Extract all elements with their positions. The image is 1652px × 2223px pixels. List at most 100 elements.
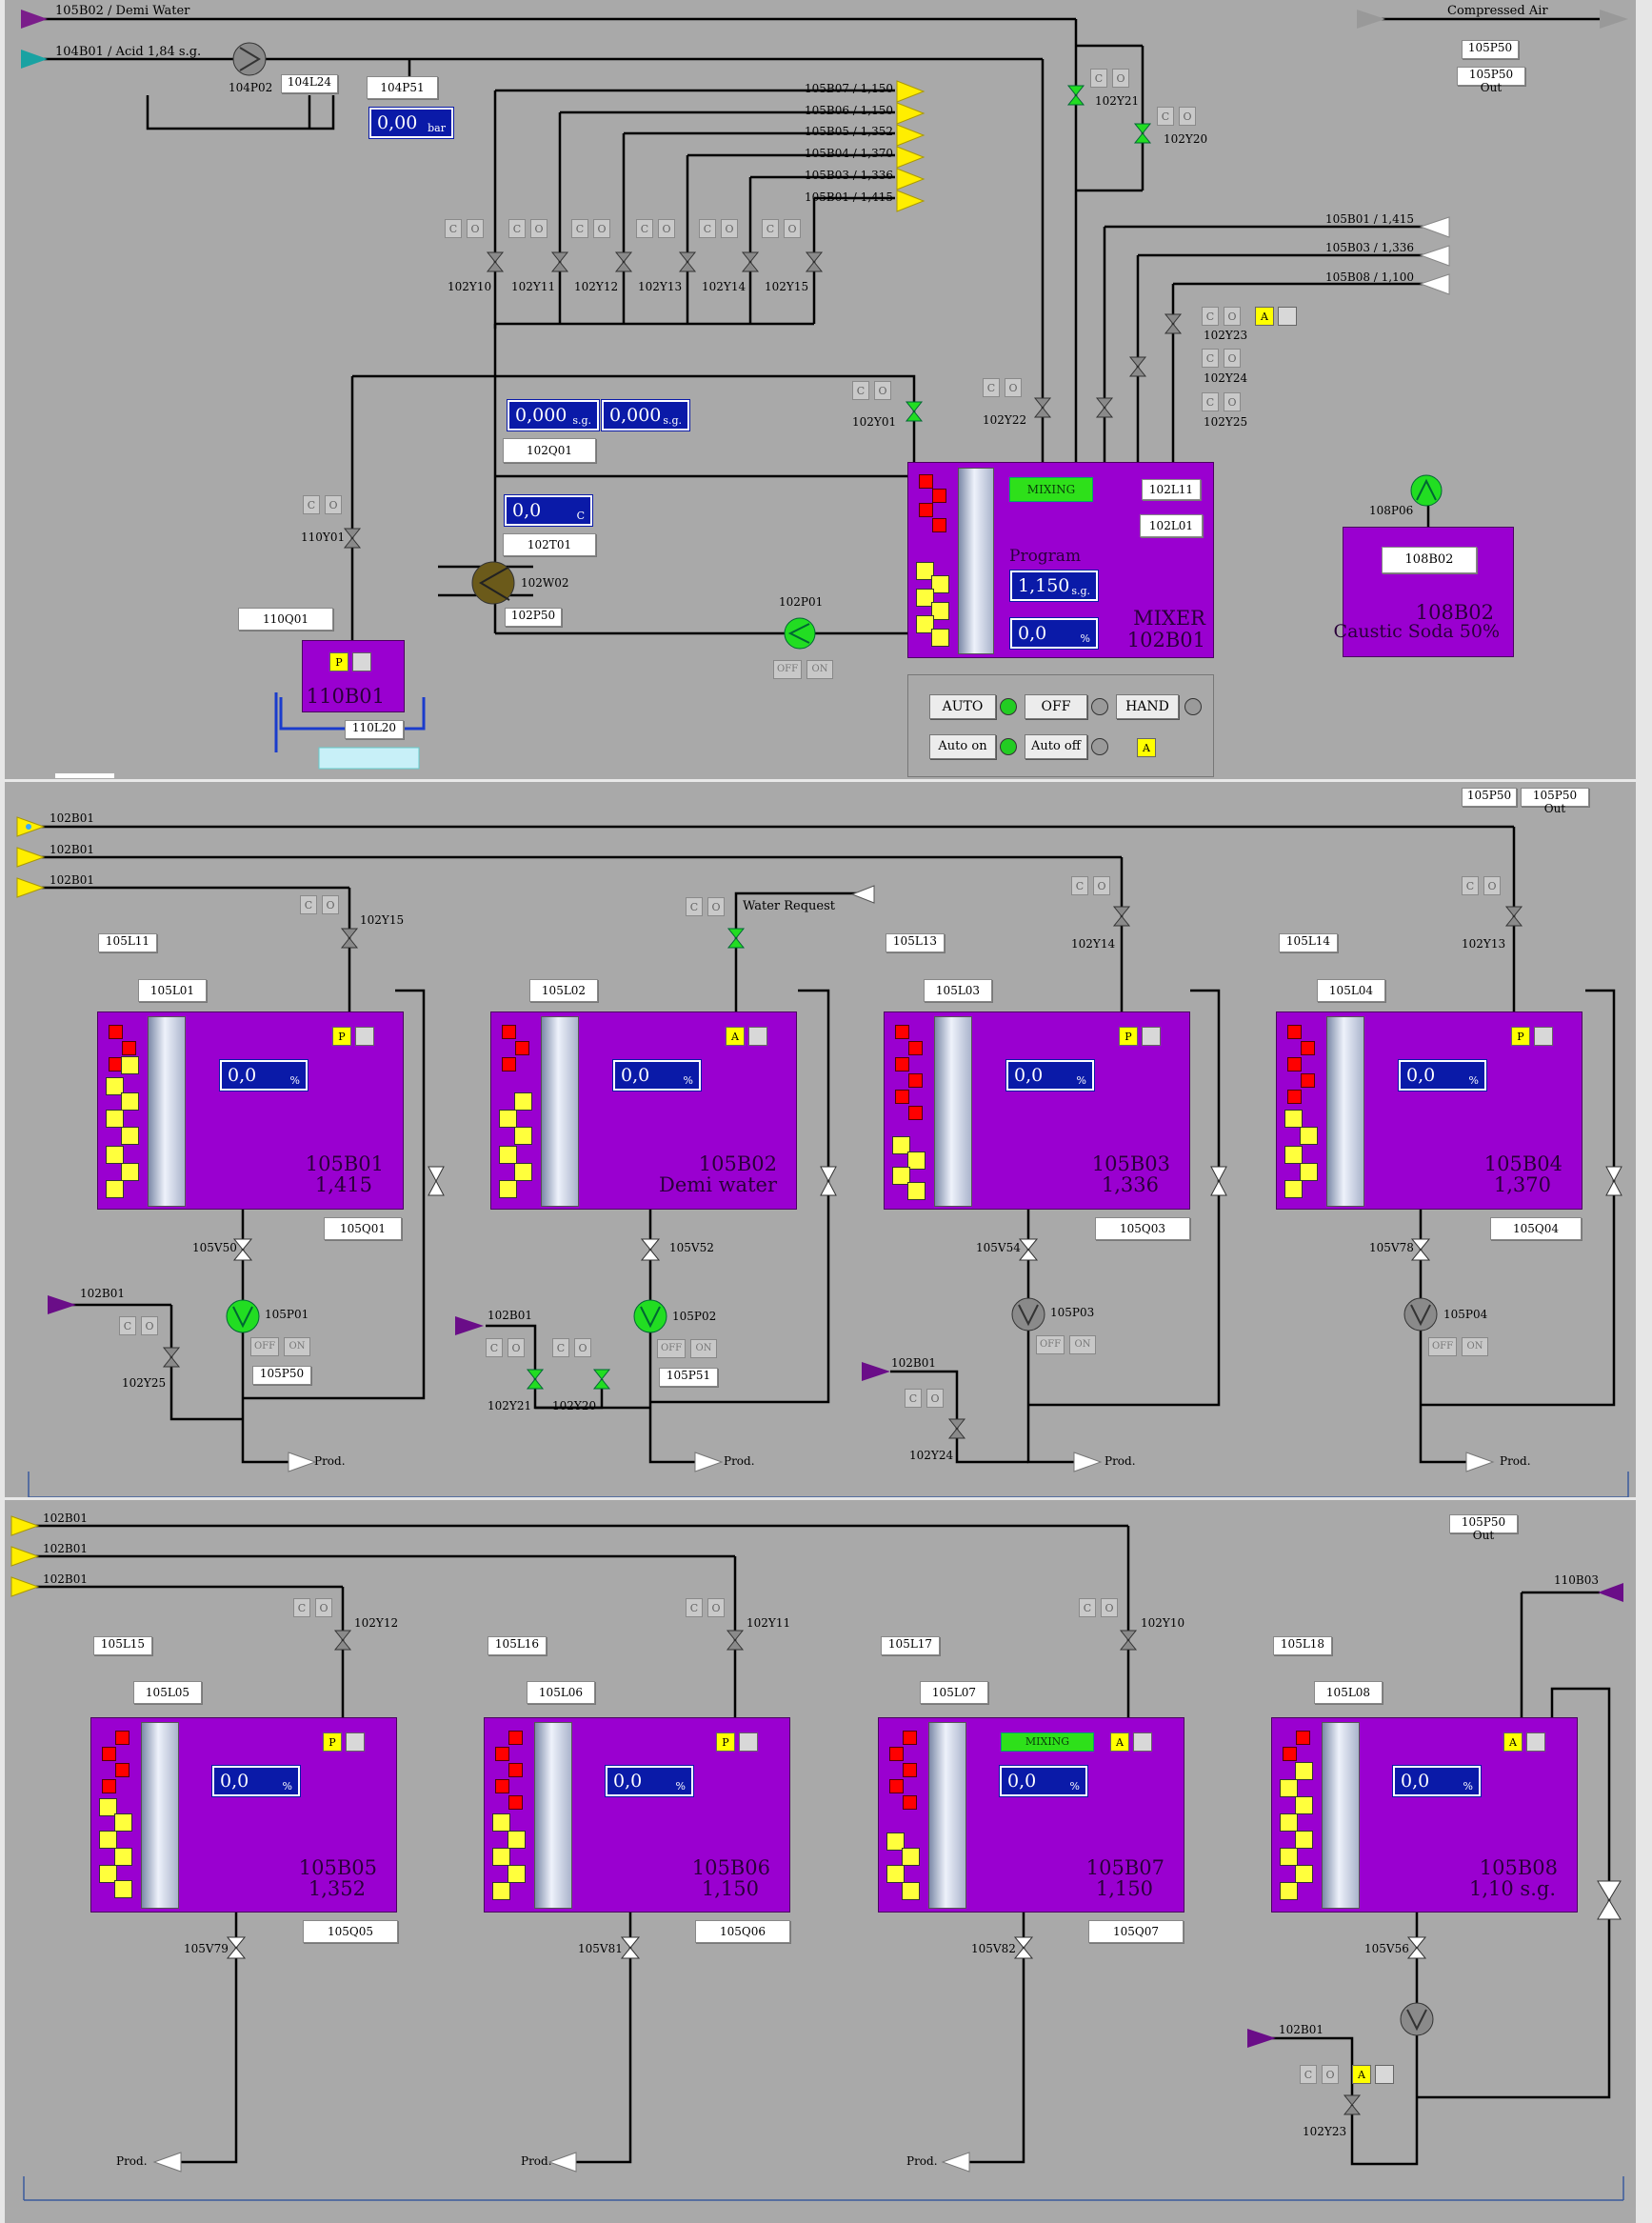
tank-105b04[interactable]: P 0,0 % 105B04 1,370 — [1276, 1011, 1582, 1210]
s2-t3-l2[interactable]: 105L03 — [924, 979, 992, 1002]
y25-open[interactable]: O — [1224, 392, 1241, 411]
s3-q06-tag[interactable]: 105Q06 — [695, 1920, 790, 1943]
s2-y13-close[interactable]: C — [1462, 876, 1479, 895]
q110-tag[interactable]: 110Q01 — [238, 608, 333, 631]
s3-y23-close[interactable]: C — [1300, 2065, 1317, 2084]
s3-t1-l1[interactable]: 105L15 — [93, 1636, 152, 1655]
y13-open[interactable]: O — [658, 219, 675, 238]
hand-button[interactable]: HAND — [1116, 694, 1179, 719]
tank-110b01[interactable]: P 110B01 — [302, 640, 405, 712]
s3-y23-mode-btn[interactable] — [1375, 2065, 1394, 2084]
y12-close[interactable]: C — [571, 219, 588, 238]
y13-close[interactable]: C — [636, 219, 653, 238]
s2-y15-open[interactable]: O — [322, 895, 339, 914]
s3-y10-close[interactable]: C — [1079, 1598, 1096, 1617]
s2-y24-open[interactable]: O — [926, 1389, 944, 1408]
s3-t1-l2[interactable]: 105L05 — [133, 1681, 202, 1704]
y11-open[interactable]: O — [530, 219, 547, 238]
y10-close[interactable]: C — [445, 219, 462, 238]
tank-105b08[interactable]: A 0,0 % 105B08 1,10 s.g. — [1271, 1717, 1578, 1913]
y22-open[interactable]: O — [1005, 378, 1022, 397]
t4-mode-btn[interactable] — [1534, 1027, 1553, 1046]
auto-off-button[interactable]: Auto off — [1025, 734, 1087, 759]
s2-y13-open[interactable]: O — [1483, 876, 1501, 895]
t5-mode[interactable]: P — [323, 1732, 342, 1752]
s2-water-open[interactable]: O — [707, 897, 725, 916]
s2-p02-on[interactable]: ON — [690, 1339, 717, 1358]
y20-open[interactable]: O — [1179, 107, 1196, 126]
t6-mode-btn[interactable] — [739, 1732, 758, 1752]
p01-on[interactable]: ON — [806, 660, 833, 679]
y23-close[interactable]: C — [1202, 307, 1219, 326]
tank-110b01-mode-btn[interactable] — [352, 652, 371, 671]
y110-close[interactable]: C — [303, 495, 320, 514]
p50b-tag[interactable]: 102P50 — [505, 608, 562, 627]
s2-p50b-tag[interactable]: 105P50 — [252, 1366, 311, 1385]
s2-t4-l2[interactable]: 105L04 — [1317, 979, 1385, 1002]
caustic-tag[interactable]: 108B02 — [1382, 547, 1477, 573]
tank-105b06[interactable]: P 0,0 % 105B06 1,150 — [484, 1717, 790, 1913]
t1-mode[interactable]: P — [332, 1027, 351, 1046]
t1-mode-btn[interactable] — [355, 1027, 374, 1046]
p51-tag[interactable]: 104P51 — [367, 76, 438, 99]
s2-p51-tag[interactable]: 105P51 — [659, 1368, 718, 1387]
off-button[interactable]: OFF — [1025, 694, 1087, 719]
p50-out-tag[interactable]: 105P50 Out — [1457, 67, 1525, 94]
y24-close[interactable]: C — [1202, 349, 1219, 368]
y10-open[interactable]: O — [467, 219, 484, 238]
s2-y20-open[interactable]: O — [574, 1338, 591, 1357]
s2-y14-close[interactable]: C — [1071, 876, 1088, 895]
mixer-l11-tag[interactable]: 102L11 — [1142, 479, 1201, 500]
t3-mode-btn[interactable] — [1142, 1027, 1161, 1046]
y110-open[interactable]: O — [325, 495, 342, 514]
s2-t1-l1[interactable]: 105L11 — [98, 933, 157, 952]
s3-y23-mode[interactable]: A — [1352, 2065, 1371, 2084]
y23-open[interactable]: O — [1224, 307, 1241, 326]
s2-p03-on[interactable]: ON — [1069, 1335, 1096, 1354]
s2-t4-l1[interactable]: 105L14 — [1279, 933, 1338, 952]
s3-y11-open[interactable]: O — [707, 1598, 725, 1617]
s2-t2-l2[interactable]: 105L02 — [529, 979, 598, 1002]
y14-close[interactable]: C — [699, 219, 716, 238]
l24-tag[interactable]: 104L24 — [281, 74, 338, 93]
s2-q03-tag[interactable]: 105Q03 — [1095, 1217, 1190, 1240]
s2-p50-tag[interactable]: 105P50 — [1462, 788, 1517, 807]
s2-p03-off[interactable]: OFF — [1036, 1335, 1065, 1354]
auto-button[interactable]: AUTO — [929, 694, 996, 719]
p50-tag[interactable]: 105P50 — [1462, 40, 1519, 59]
s2-q04-tag[interactable]: 105Q04 — [1490, 1217, 1582, 1240]
y14-open[interactable]: O — [721, 219, 738, 238]
s2-y20-close[interactable]: C — [552, 1338, 569, 1357]
y15-open[interactable]: O — [784, 219, 801, 238]
y15-close[interactable]: C — [762, 219, 779, 238]
tank-105b02[interactable]: A 0,0 % 105B02 Demi water — [490, 1011, 797, 1210]
y01-open[interactable]: O — [874, 381, 891, 400]
s2-y24-close[interactable]: C — [905, 1389, 922, 1408]
s2-y21-close[interactable]: C — [486, 1338, 503, 1357]
y24-open[interactable]: O — [1224, 349, 1241, 368]
y12-open[interactable]: O — [593, 219, 610, 238]
s3-y23-open[interactable]: O — [1322, 2065, 1339, 2084]
s3-t2-l1[interactable]: 105L16 — [488, 1636, 547, 1655]
mixer-102b01[interactable]: MIXING 102L11 102L01 Program 1,150 s.g. … — [907, 462, 1214, 658]
y01-close[interactable]: C — [852, 381, 869, 400]
s3-t2-l2[interactable]: 105L06 — [527, 1681, 595, 1704]
tank-105b03[interactable]: P 0,0 % 105B03 1,336 — [884, 1011, 1190, 1210]
mixer-alarm-mode[interactable]: A — [1137, 738, 1156, 757]
s3-t4-l2[interactable]: 105L08 — [1314, 1681, 1383, 1704]
s2-y15-close[interactable]: C — [300, 895, 317, 914]
tank-105b07[interactable]: MIXING A 0,0 % 105B07 1,150 — [878, 1717, 1184, 1913]
p01-off[interactable]: OFF — [773, 660, 802, 679]
t2-mode[interactable]: A — [726, 1027, 745, 1046]
mixer-program-display[interactable]: 1,150 s.g. — [1009, 570, 1099, 602]
tank-105b05[interactable]: P 0,0 % 105B05 1,352 — [90, 1717, 397, 1913]
tank-108b02[interactable]: 108B02 108B02 Caustic Soda 50% — [1334, 527, 1514, 657]
s3-q05-tag[interactable]: 105Q05 — [303, 1920, 398, 1943]
l20-tag[interactable]: 110L20 — [345, 720, 404, 739]
s2-y25-open[interactable]: O — [141, 1316, 158, 1335]
y20-close[interactable]: C — [1157, 107, 1174, 126]
s2-y25-close[interactable]: C — [119, 1316, 136, 1335]
y11-close[interactable]: C — [508, 219, 526, 238]
s2-p02-off[interactable]: OFF — [657, 1339, 686, 1358]
s3-y11-close[interactable]: C — [686, 1598, 703, 1617]
